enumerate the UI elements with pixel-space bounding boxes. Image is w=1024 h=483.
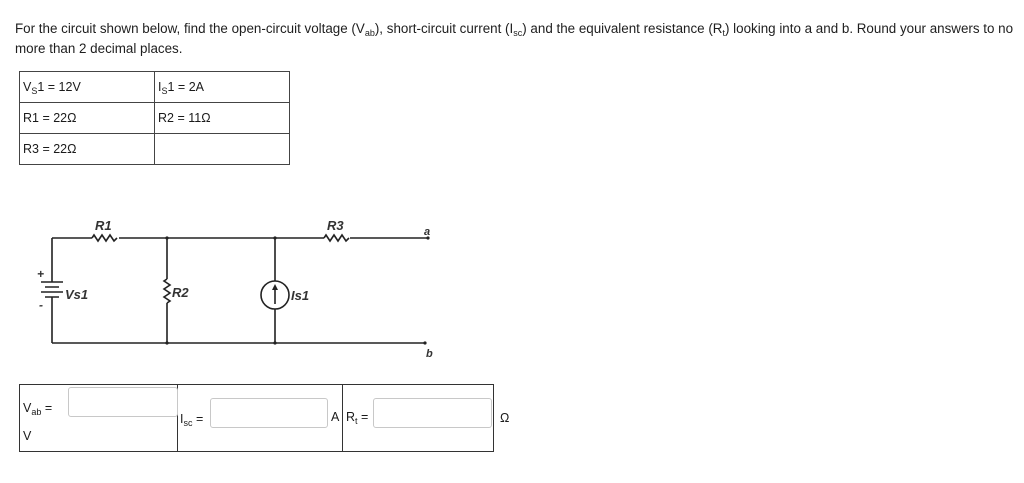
empty-cell — [154, 133, 290, 165]
plus-sign: + — [37, 267, 44, 281]
circuit-diagram: R1 R3 R2 Vs1 Is1 a b + - — [37, 218, 433, 360]
r2-label: R2 — [172, 285, 189, 300]
vab-input[interactable] — [68, 387, 178, 417]
is1-label: Is1 — [291, 288, 309, 303]
table-row: R1 = 22Ω R2 = 11Ω — [19, 102, 290, 134]
battery-icon — [41, 281, 63, 298]
rt-input[interactable] — [373, 398, 492, 428]
r2-value: R2 = 11Ω — [154, 102, 290, 134]
is1-value: IS1 = 2A — [154, 71, 290, 103]
minus-sign: - — [39, 298, 43, 312]
terminal-a-label: a — [424, 226, 430, 238]
rt-cell: Rt = Ω — [342, 384, 509, 452]
r2-resistor-icon — [162, 278, 172, 304]
given-values-table: VS1 = 12V IS1 = 2A R1 = 22Ω R2 = 11Ω R3 … — [19, 71, 290, 165]
vab-unit: V — [23, 429, 32, 443]
table-row: R3 = 22Ω — [19, 133, 290, 165]
terminal-b-label: b — [426, 348, 433, 360]
answers-table: Vab = V Isc = A Rt = Ω — [19, 384, 509, 452]
table-row: VS1 = 12V IS1 = 2A — [19, 71, 290, 103]
isc-label: Isc = — [180, 412, 204, 428]
table-row: Vab = V Isc = A Rt = Ω — [19, 384, 509, 452]
r1-label: R1 — [95, 218, 112, 233]
isc-unit: A — [331, 410, 340, 424]
vs1-label: Vs1 — [65, 287, 88, 302]
rt-unit: Ω — [500, 411, 510, 425]
r3-resistor-icon — [323, 233, 350, 243]
r3-label: R3 — [327, 218, 344, 233]
isc-input[interactable] — [210, 398, 328, 428]
vab-cell: Vab = V — [19, 384, 178, 452]
isc-cell: Isc = A — [177, 384, 343, 452]
rt-label: Rt = — [346, 410, 369, 426]
terminal-a-icon — [426, 236, 430, 240]
question-text: For the circuit shown below, find the op… — [15, 21, 1014, 56]
r3-value: R3 = 22Ω — [19, 133, 155, 165]
vs1-value: VS1 = 12V — [19, 71, 155, 103]
r1-resistor-icon — [91, 233, 118, 243]
vab-label: Vab = — [23, 401, 53, 417]
r1-value: R1 = 22Ω — [19, 102, 155, 134]
terminal-b-icon — [423, 341, 427, 345]
